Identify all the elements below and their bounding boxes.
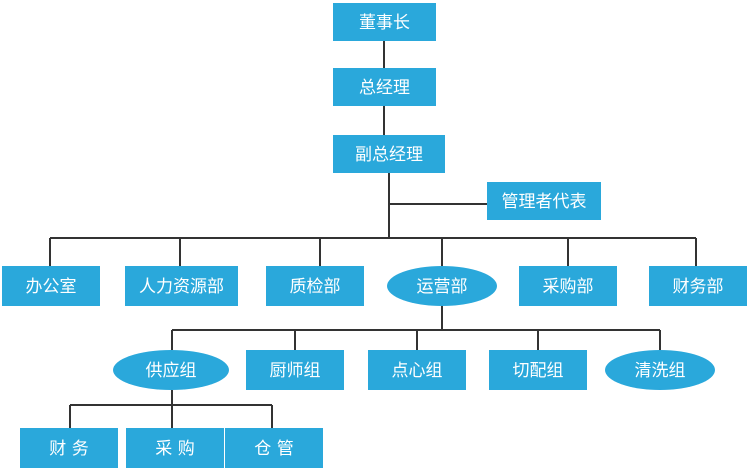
node-operations-label: 运营部 — [417, 277, 468, 297]
node-operations: 运营部 — [387, 266, 497, 306]
node-general-manager-shape — [333, 68, 436, 106]
node-hr-shape — [125, 266, 238, 306]
node-finance: 财 务 — [20, 428, 118, 468]
node-quality: 质检部 — [266, 266, 364, 306]
node-purchasing-dept-shape — [519, 266, 617, 306]
node-chairman-label: 董事长 — [359, 13, 410, 33]
node-purchasing-dept: 采购部 — [519, 266, 617, 306]
node-office: 办公室 — [2, 266, 100, 306]
node-hr: 人力资源部 — [125, 266, 238, 306]
node-operations-shape — [387, 266, 497, 306]
node-chef-group-label: 厨师组 — [270, 361, 321, 381]
node-purchasing-shape — [126, 428, 224, 468]
node-cleaning-group-shape — [605, 350, 715, 390]
node-supply-group: 供应组 — [113, 350, 229, 390]
node-quality-label: 质检部 — [290, 277, 341, 297]
node-warehouse-label: 仓 管 — [254, 439, 293, 459]
node-supply-group-label: 供应组 — [146, 361, 197, 381]
node-deputy-gm-label: 副总经理 — [355, 145, 423, 165]
node-cleaning-group-label: 清洗组 — [635, 361, 686, 381]
node-deputy-gm: 副总经理 — [333, 135, 445, 173]
node-chef-group: 厨师组 — [246, 350, 344, 390]
node-management-rep-shape — [487, 182, 601, 220]
node-finance-shape — [20, 428, 118, 468]
node-general-manager-label: 总经理 — [359, 78, 410, 98]
node-finance-label: 财 务 — [49, 439, 88, 459]
node-finance-dept: 财务部 — [649, 266, 747, 306]
node-management-rep-label: 管理者代表 — [502, 192, 587, 212]
node-chef-group-shape — [246, 350, 344, 390]
node-pastry-group-label: 点心组 — [392, 361, 443, 381]
connector-lines — [49, 41, 697, 428]
node-purchasing: 采 购 — [126, 428, 224, 468]
node-prep-group-label: 切配组 — [513, 361, 564, 381]
node-purchasing-dept-label: 采购部 — [543, 277, 594, 297]
node-management-rep: 管理者代表 — [487, 182, 601, 220]
node-pastry-group: 点心组 — [368, 350, 466, 390]
node-quality-shape — [266, 266, 364, 306]
node-prep-group-shape — [489, 350, 587, 390]
node-office-shape — [2, 266, 100, 306]
node-supply-group-shape — [113, 350, 229, 390]
node-finance-dept-label: 财务部 — [673, 277, 724, 297]
node-pastry-group-shape — [368, 350, 466, 390]
node-prep-group: 切配组 — [489, 350, 587, 390]
node-hr-label: 人力资源部 — [139, 277, 224, 297]
node-finance-dept-shape — [649, 266, 747, 306]
node-cleaning-group: 清洗组 — [605, 350, 715, 390]
node-chairman-shape — [333, 3, 436, 41]
node-warehouse-shape — [225, 428, 323, 468]
node-general-manager: 总经理 — [333, 68, 436, 106]
node-office-label: 办公室 — [26, 277, 77, 297]
node-deputy-gm-shape — [333, 135, 445, 173]
node-chairman: 董事长 — [333, 3, 436, 41]
node-warehouse: 仓 管 — [225, 428, 323, 468]
node-purchasing-label: 采 购 — [155, 439, 194, 459]
